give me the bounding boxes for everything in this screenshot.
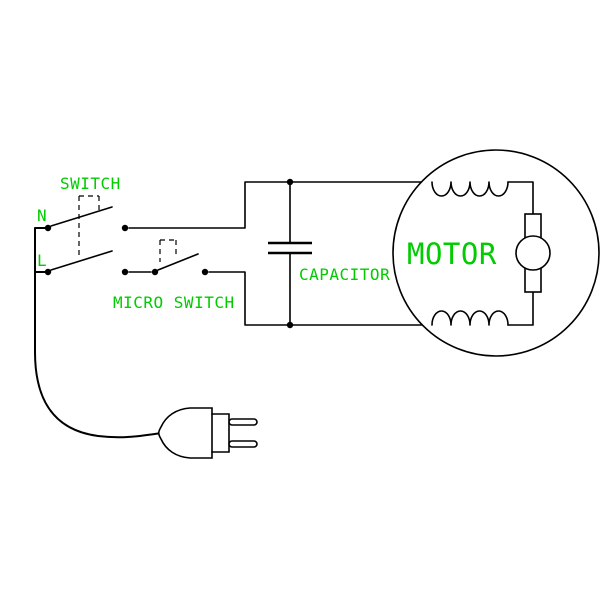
micro-switch-actuator [159, 239, 177, 262]
motor-bottom-winding [431, 310, 509, 326]
switch-pole-l-lever [50, 250, 113, 271]
power-plug-icon [34, 227, 258, 459]
micro-switch-symbol [151, 239, 209, 276]
motor-winding-symbol [392, 149, 600, 357]
motor-label: MOTOR [407, 237, 497, 271]
cord-wire [34, 227, 162, 439]
motor-top-winding [431, 181, 509, 197]
switch-label: SWITCH [60, 174, 121, 193]
capacitor-label: CAPACITOR [299, 265, 390, 284]
plug-pin-bottom [228, 440, 258, 448]
motor-internal-links [507, 181, 534, 326]
neutral-wire [128, 181, 433, 229]
line-wire-to-motor [208, 271, 433, 326]
micro-switch-lever [157, 253, 199, 271]
switch-gang-linkage [78, 195, 100, 258]
plug-pin-top [228, 418, 258, 426]
double-pole-switch-symbol [44, 195, 129, 276]
micro-switch-right-dot [201, 268, 209, 276]
switch-n-right-dot [121, 224, 129, 232]
switch-pole-n-lever [50, 206, 113, 227]
l-terminal-dot [44, 268, 52, 276]
n-terminal-dot [44, 224, 52, 232]
micro-switch-left-dot [151, 268, 159, 276]
micro-switch-label: MICRO SWITCH [113, 293, 235, 312]
line-label: L [37, 251, 47, 270]
motor-body-circle [392, 149, 600, 357]
plug-body [157, 407, 230, 459]
switch-l-right-dot [121, 268, 129, 276]
centrifugal-switch-circle [515, 235, 551, 271]
capacitor-symbol [268, 178, 312, 329]
neutral-label: N [37, 206, 47, 225]
